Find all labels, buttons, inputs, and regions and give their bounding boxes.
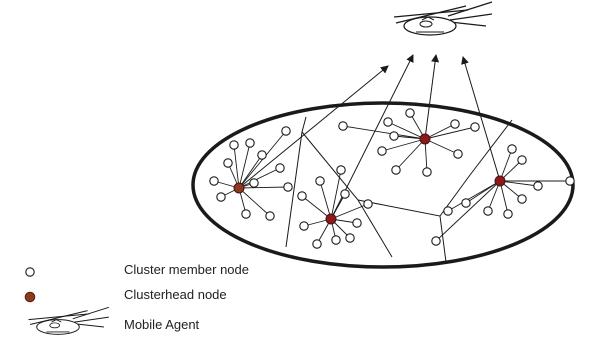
- member-link: [319, 180, 332, 220]
- cluster-member-node: [533, 181, 543, 191]
- cluster-member-node: [241, 209, 251, 219]
- member-link: [330, 203, 369, 220]
- clusterhead-node: [325, 213, 337, 225]
- uplink-arrows: [238, 54, 501, 220]
- clusterhead-node: [233, 182, 245, 194]
- cluster-member-node: [450, 119, 460, 129]
- legend-member-marker: [25, 267, 35, 277]
- member-link: [330, 169, 342, 220]
- member-link: [381, 138, 426, 152]
- cluster-member-node: [283, 182, 293, 192]
- member-link: [499, 180, 539, 187]
- member-link: [238, 154, 263, 189]
- mobile-agent-top-icon: [393, 1, 493, 36]
- sensor-field-boundary: [191, 101, 575, 269]
- cluster-member-node: [461, 198, 471, 208]
- cluster-member-node: [565, 176, 575, 186]
- cluster-member-node: [517, 155, 527, 165]
- member-link: [447, 180, 501, 212]
- clusterhead-nodes: [233, 133, 506, 225]
- member-link: [424, 123, 456, 140]
- member-link: [395, 138, 426, 171]
- cluster-member-node: [299, 221, 309, 231]
- cluster-member-node: [383, 117, 393, 127]
- legend-clusterhead-marker: [24, 291, 36, 303]
- cluster-member-node: [245, 138, 255, 148]
- cluster-member-node: [331, 235, 341, 245]
- cluster-member-node: [340, 189, 350, 199]
- cluster-member-node: [517, 194, 527, 204]
- cluster-member-node: [352, 218, 362, 228]
- cluster-member-node: [265, 211, 275, 221]
- cluster-member-node: [453, 149, 463, 159]
- member-link: [301, 195, 332, 220]
- cluster-member-node: [338, 121, 348, 131]
- cluster-member-node: [249, 178, 259, 188]
- cluster-boundaries: [285, 116, 513, 263]
- cluster-member-node: [257, 150, 267, 160]
- cluster-member-node: [507, 144, 517, 154]
- member-link: [424, 138, 428, 173]
- cluster-member-node: [297, 191, 307, 201]
- uplink-arrow: [424, 54, 440, 140]
- member-link: [238, 142, 251, 189]
- cluster-member-node: [312, 239, 322, 249]
- member-link: [238, 186, 289, 189]
- cluster-member-node: [336, 165, 346, 175]
- cluster-member-node: [281, 126, 291, 136]
- member-link: [424, 138, 459, 155]
- legend-agent-icon: [27, 306, 110, 335]
- cluster-member-node: [483, 206, 493, 216]
- cluster-member-node: [315, 176, 325, 186]
- cluster-member-node: [470, 122, 480, 132]
- uplink-arrow: [238, 65, 389, 189]
- cluster-member-node: [345, 233, 355, 243]
- legend-clusterhead-label: Clusterhead node: [124, 287, 227, 302]
- legend-agent-label: Mobile Agent: [124, 317, 200, 332]
- member-link: [499, 148, 513, 182]
- cluster-member-node: [443, 206, 453, 216]
- cluster-member-node: [216, 192, 226, 202]
- legend-member-label: Cluster member node: [124, 262, 249, 277]
- cluster-member-node: [391, 165, 401, 175]
- cluster-member-node: [422, 167, 432, 177]
- member-link: [342, 125, 426, 140]
- member-link: [238, 187, 271, 217]
- member-nodes: [209, 108, 575, 249]
- uplink-arrow: [461, 56, 501, 182]
- cluster-member-node: [229, 140, 239, 150]
- cluster-member-node: [503, 209, 513, 219]
- cluster-member-node: [223, 158, 233, 168]
- member-link: [233, 144, 240, 189]
- clusterhead-node: [494, 175, 506, 187]
- cluster-member-node: [377, 146, 387, 156]
- cluster-member-node: [275, 163, 285, 173]
- member-link: [435, 180, 501, 242]
- cluster-member-node: [363, 199, 373, 209]
- member-link: [238, 167, 281, 189]
- cluster-member-node: [405, 108, 415, 118]
- cluster-member-node: [209, 176, 219, 186]
- member-link: [424, 126, 476, 140]
- member-link: [499, 180, 509, 215]
- cluster-member-node: [389, 131, 399, 141]
- clusterhead-node: [419, 133, 431, 145]
- cluster-member-node: [431, 236, 441, 246]
- member-link: [387, 121, 426, 140]
